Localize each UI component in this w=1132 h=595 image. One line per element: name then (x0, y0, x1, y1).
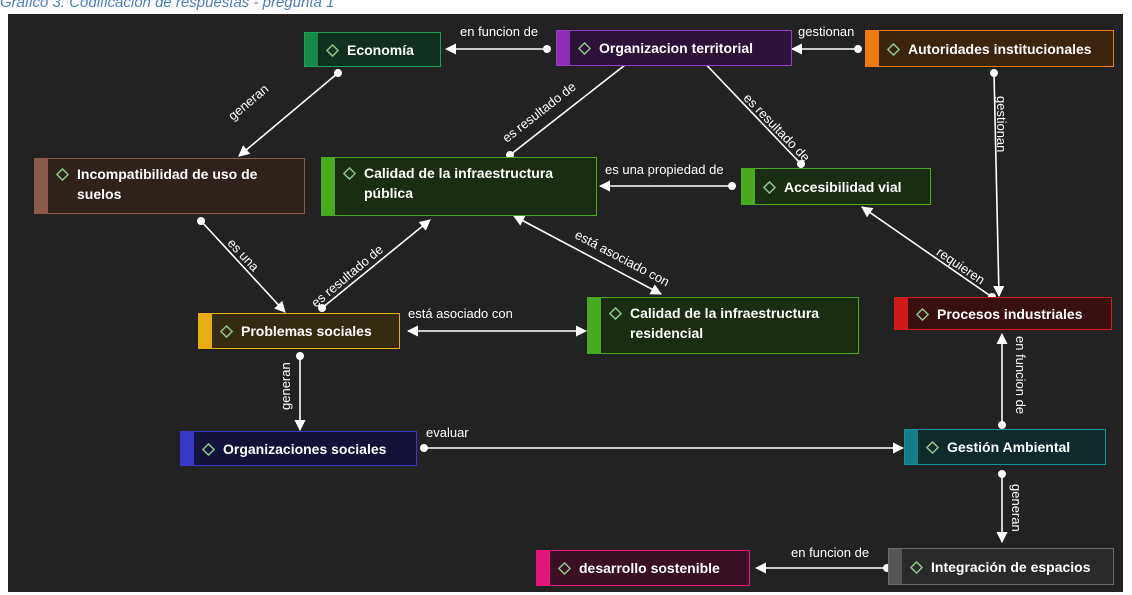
edge-dot (334, 69, 342, 77)
edge-label: en funcion de (791, 545, 870, 560)
node-color-bar (588, 298, 601, 353)
node-label: Procesos industriales (937, 305, 1083, 322)
edge-procesos-accesibilidad (861, 206, 993, 298)
node-label: Organizacion territorial (599, 40, 754, 56)
node-accesibilidad-vial[interactable]: Accesibilidad vial (741, 168, 931, 205)
edge-autoridades-procesos (993, 72, 1005, 298)
edge-accesibilidad-organizacion (695, 53, 802, 165)
node-label: Calidad de la infraestructura pública (364, 165, 554, 201)
diagram-canvas: en funcion de gestionan generan es resul… (8, 14, 1123, 592)
node-color-bar (181, 432, 194, 465)
diamond-icon (926, 441, 939, 454)
edge-economia-incompatibilidad (238, 72, 339, 157)
node-color-bar (889, 549, 902, 584)
node-label: Autoridades institucionales (908, 40, 1092, 57)
figure-caption: Gráfico 3. Codificación de respuestas - … (0, 0, 335, 11)
edge-dot (296, 352, 304, 360)
node-color-bar (742, 169, 755, 204)
diamond-icon (910, 560, 923, 574)
node-organizacion-territorial[interactable]: Organizacion territorial (556, 30, 792, 66)
node-color-bar (199, 314, 212, 348)
diamond-icon (578, 42, 591, 55)
node-label: desarrollo sostenible (579, 560, 720, 576)
node-label: Organizaciones sociales (223, 440, 387, 457)
edge-dot (543, 45, 551, 53)
diamond-icon (56, 168, 69, 181)
edge-dot (797, 160, 805, 168)
node-autoridades-institucionales[interactable]: Autoridades institucionales (865, 30, 1114, 67)
edge-dot (990, 69, 998, 77)
node-color-bar (557, 31, 570, 65)
node-label: Incompatibilidad de uso de suelos (77, 166, 258, 202)
node-economia[interactable]: Economía (304, 32, 441, 67)
diamond-icon (202, 442, 215, 456)
diamond-icon (343, 167, 356, 180)
edge-layer (197, 43, 1008, 574)
diamond-icon (609, 307, 622, 320)
node-color-bar (35, 159, 48, 213)
node-gestion-ambiental[interactable]: Gestión Ambiental (904, 429, 1106, 465)
edge-residencial-calidadpublica (513, 215, 662, 295)
node-color-bar (322, 158, 335, 215)
node-procesos-industriales[interactable]: Procesos industriales (894, 297, 1112, 330)
node-label: Economía (347, 41, 414, 58)
edge-label: gestionan (798, 24, 855, 39)
edge-incompatibilidad-problemas (200, 220, 286, 313)
edge-dot (318, 304, 326, 312)
node-color-bar (305, 33, 318, 66)
node-label: Integración de espacios (931, 558, 1091, 575)
diamond-icon (326, 43, 339, 57)
edge-dot (998, 421, 1006, 429)
node-calidad-infraestructura-residencial[interactable]: Calidad de la infraestructura residencia… (587, 297, 859, 354)
diamond-icon (763, 180, 776, 194)
edge-dot (728, 182, 736, 190)
edge-label: es una propiedad de (605, 162, 724, 177)
node-label: Problemas sociales (241, 323, 372, 339)
node-color-bar (895, 298, 908, 329)
diamond-icon (220, 325, 233, 338)
edge-label: evaluar (426, 425, 469, 440)
edge-label: está asociado con (408, 306, 513, 321)
diamond-icon (916, 307, 929, 321)
node-color-bar (866, 31, 879, 66)
node-label: Gestión Ambiental (947, 439, 1071, 455)
node-integracion-espacios[interactable]: Integración de espacios (888, 548, 1114, 585)
node-desarrollo-sostenible[interactable]: desarrollo sostenible (536, 550, 750, 586)
node-label: Calidad de la infraestructura residencia… (630, 305, 820, 341)
edge-dot (420, 444, 428, 452)
edge-dot (197, 217, 205, 225)
edge-label: en funcion de (460, 24, 539, 39)
edge-label: generan (1009, 484, 1024, 532)
diamond-icon (558, 562, 571, 575)
edge-label: generan (278, 362, 293, 410)
node-problemas-sociales[interactable]: Problemas sociales (198, 313, 400, 349)
edge-label: gestionan (994, 96, 1009, 153)
node-color-bar (905, 430, 918, 464)
node-calidad-infraestructura-publica[interactable]: Calidad de la infraestructura pública (321, 157, 597, 216)
edge-dot (998, 470, 1006, 478)
node-label: Accesibilidad vial (784, 178, 902, 195)
diamond-icon (887, 42, 900, 56)
edge-calidadpublica-organizacion (509, 53, 640, 156)
node-incompatibilidad-uso-suelos[interactable]: Incompatibilidad de uso de suelos (34, 158, 305, 214)
node-organizaciones-sociales[interactable]: Organizaciones sociales (180, 431, 417, 466)
edge-label: en funcion de (1013, 336, 1028, 415)
node-color-bar (537, 551, 550, 585)
edge-problemas-calidadpublica (321, 219, 431, 309)
edge-dot (854, 45, 862, 53)
